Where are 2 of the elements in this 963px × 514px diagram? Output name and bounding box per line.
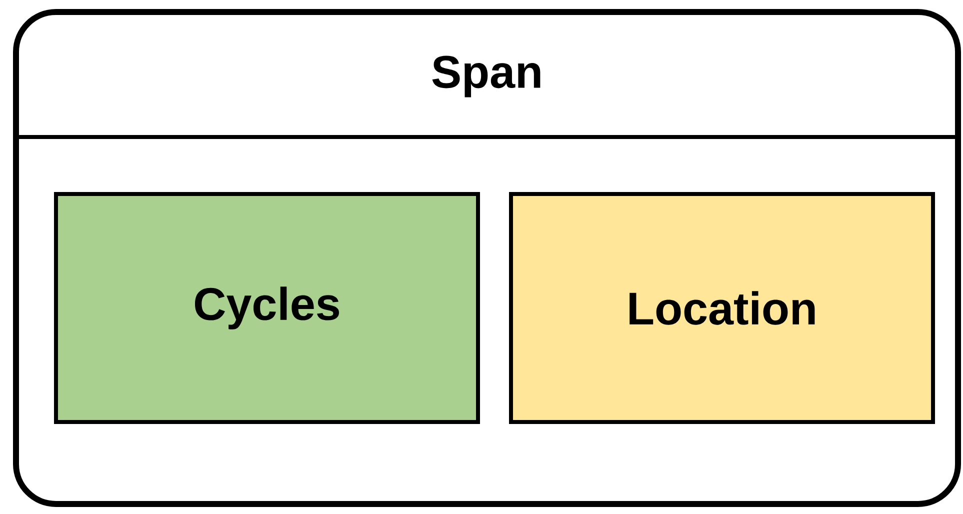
text-box: Cycles — [54, 192, 480, 424]
text-box: Location — [509, 192, 935, 424]
